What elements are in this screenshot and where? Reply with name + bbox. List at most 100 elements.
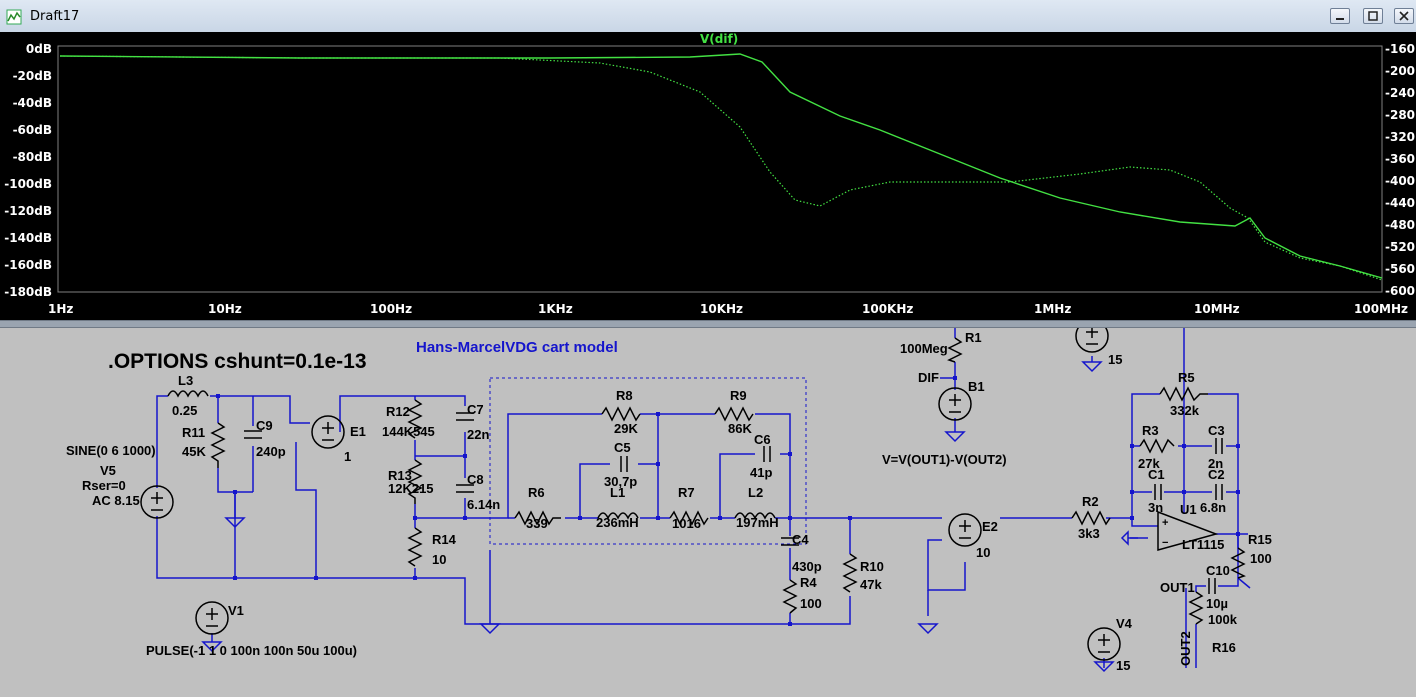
r10-value[interactable]: 47k	[860, 577, 882, 592]
b1-expression[interactable]: V=V(OUT1)-V(OUT2)	[882, 452, 1007, 467]
v4-value[interactable]: 15	[1116, 658, 1130, 673]
r12-value[interactable]: 144K545	[382, 424, 435, 439]
x-tick: 100KHz	[862, 302, 914, 316]
schematic-canvas[interactable]: + −	[10, 328, 1416, 697]
r1-name[interactable]: R1	[965, 330, 982, 345]
u1-part[interactable]: LT1115	[1182, 537, 1224, 552]
out2-net-label[interactable]: OUT2	[1178, 631, 1193, 666]
v5-ac[interactable]: AC 8.15	[92, 493, 140, 508]
e1-value[interactable]: 1	[344, 449, 351, 464]
r10-name[interactable]: R10	[860, 559, 884, 574]
r15-name[interactable]: R15	[1248, 532, 1272, 547]
c6-name[interactable]: C6	[754, 432, 771, 447]
x-tick: 100MHz	[1354, 302, 1409, 316]
r7-value[interactable]: 1016	[672, 516, 701, 531]
pane-splitter[interactable]	[0, 320, 1416, 328]
v1-name[interactable]: V1	[228, 603, 244, 618]
c4-name[interactable]: C4	[792, 532, 809, 547]
v5-spec[interactable]: SINE(0 6 1000)	[66, 443, 156, 458]
u1-name[interactable]: U1	[1180, 502, 1197, 517]
e2-value[interactable]: 10	[976, 545, 990, 560]
dif-net-label[interactable]: DIF	[918, 370, 939, 385]
r9-value[interactable]: 86K	[728, 421, 752, 436]
y-right-tick: -360°	[1385, 152, 1416, 166]
r8-name[interactable]: R8	[616, 388, 633, 403]
r3-name[interactable]: R3	[1142, 423, 1159, 438]
c1-name[interactable]: C1	[1148, 467, 1165, 482]
out1-net-label[interactable]: OUT1	[1160, 580, 1195, 595]
v5-rser[interactable]: Rser=0	[82, 478, 126, 493]
source-symbols[interactable]	[140, 328, 1121, 661]
c7-value[interactable]: 22n	[467, 427, 489, 442]
r15-value[interactable]: 100	[1250, 551, 1272, 566]
source-v4	[1087, 627, 1121, 661]
c3-name[interactable]: C3	[1208, 423, 1225, 438]
r8-value[interactable]: 29K	[614, 421, 638, 436]
c8-value[interactable]: 6.14n	[467, 497, 500, 512]
r9-name[interactable]: R9	[730, 388, 747, 403]
r14-value[interactable]: 10	[432, 552, 446, 567]
y-left-tick: -60dB	[12, 123, 52, 137]
c9-name[interactable]: C9	[256, 418, 273, 433]
r12-name[interactable]: R12	[386, 404, 410, 419]
l3-name[interactable]: L3	[178, 373, 193, 388]
r2-value[interactable]: 3k3	[1078, 526, 1100, 541]
r6-value[interactable]: 339	[526, 516, 548, 531]
restore-button[interactable]	[1363, 8, 1383, 24]
r7-name[interactable]: R7	[678, 485, 695, 500]
r13-value[interactable]: 12K215	[388, 481, 434, 496]
c2-name[interactable]: C2	[1208, 467, 1225, 482]
c7-name[interactable]: C7	[467, 402, 484, 417]
r3-value[interactable]: 27k	[1138, 456, 1160, 471]
y-left-tick: -160dB	[4, 258, 52, 272]
v4-name[interactable]: V4	[1116, 616, 1133, 631]
c5-name[interactable]: C5	[614, 440, 631, 455]
r14-name[interactable]: R14	[432, 532, 457, 547]
c10-value[interactable]: 10µ	[1206, 596, 1228, 611]
b1-name[interactable]: B1	[968, 379, 985, 394]
l2-name[interactable]: L2	[748, 485, 763, 500]
e1-name[interactable]: E1	[350, 424, 366, 439]
close-button[interactable]	[1394, 8, 1414, 24]
svg-text:+: +	[1162, 517, 1168, 529]
c5-value[interactable]: 30,7p	[604, 474, 637, 489]
v1-spec[interactable]: PULSE(-1 1 0 100n 100n 50u 100u)	[146, 643, 357, 658]
c10-name[interactable]: C10	[1206, 563, 1230, 578]
c9-value[interactable]: 240p	[256, 444, 286, 459]
c3-value[interactable]: 2n	[1208, 456, 1223, 471]
c1-value[interactable]: 3n	[1148, 500, 1163, 515]
schematic-title[interactable]: Hans-MarcelVDG cart model	[416, 339, 618, 356]
r6-name[interactable]: R6	[528, 485, 545, 500]
c2-value[interactable]: 6.8n	[1200, 500, 1226, 515]
plot-canvas[interactable]	[0, 32, 1416, 320]
r5-name[interactable]: R5	[1178, 370, 1195, 385]
r4-value[interactable]: 100	[800, 596, 822, 611]
minimize-button[interactable]	[1330, 8, 1350, 24]
r13-name[interactable]: R13	[388, 468, 412, 483]
r4-name[interactable]: R4	[800, 575, 817, 590]
opamp-u1[interactable]: + −	[1120, 510, 1219, 551]
v5-name[interactable]: V5	[100, 463, 116, 478]
c8-name[interactable]: C8	[467, 472, 484, 487]
l3-value[interactable]: 0.25	[172, 403, 197, 418]
l1-value[interactable]: 236mH	[596, 515, 639, 530]
trace-label[interactable]: V(dif)	[700, 32, 739, 46]
vtop-value[interactable]: 15	[1108, 352, 1122, 367]
r1-value[interactable]: 100Meg	[900, 341, 948, 356]
l1-name[interactable]: L1	[610, 485, 625, 500]
l2-value[interactable]: 197mH	[736, 515, 779, 530]
r11-value[interactable]: 45K	[182, 444, 206, 459]
e2-name[interactable]: E2	[982, 519, 998, 534]
waveform-plot-pane[interactable]: V(dif) 0dB -20dB -40dB -60dB -80dB -100d…	[0, 32, 1416, 320]
c6-value[interactable]: 41p	[750, 465, 772, 480]
r5-value[interactable]: 332k	[1170, 403, 1200, 418]
r2-name[interactable]: R2	[1082, 494, 1099, 509]
component-symbols	[167, 337, 1246, 625]
c4-value[interactable]: 430p	[792, 559, 822, 574]
spice-options-directive[interactable]: .OPTIONS cshunt=0.1e-13	[108, 350, 367, 373]
window-titlebar[interactable]: Draft17	[0, 0, 1416, 33]
r11-name[interactable]: R11	[182, 425, 205, 440]
r16-name[interactable]: R16	[1212, 640, 1236, 655]
r16-value[interactable]: 100k	[1208, 612, 1238, 627]
y-right-tick: -440°	[1385, 196, 1416, 210]
